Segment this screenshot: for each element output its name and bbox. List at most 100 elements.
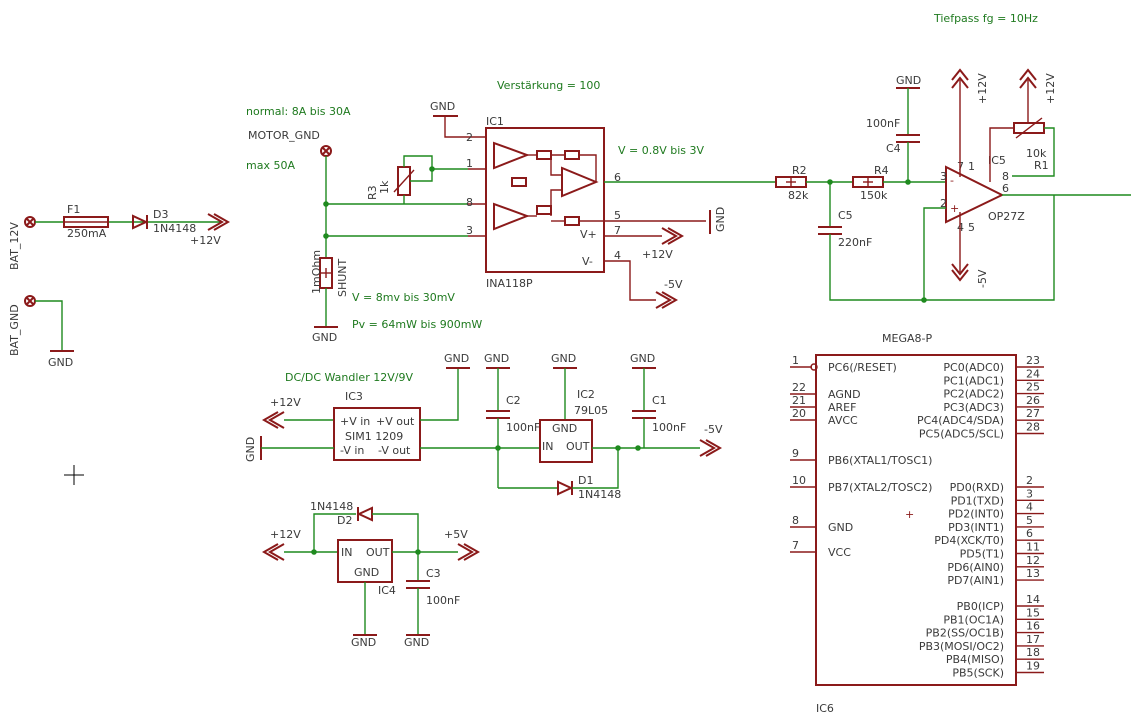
gnd-label-c1: GND (630, 352, 655, 365)
fuse-f1 (63, 216, 109, 228)
diode-d3 (132, 214, 149, 230)
mega-right-pin-number: 27 (1026, 407, 1040, 420)
r3-name: R3 (366, 185, 379, 200)
mega-right-pin-number: 14 (1026, 593, 1040, 606)
p12v-label-1: +12V (190, 234, 221, 247)
supply-arrow-12v-3 (951, 68, 969, 89)
d3-value: 1N4148 (153, 222, 196, 235)
resistor-r2 (775, 176, 807, 188)
c4-name: C4 (886, 142, 901, 155)
mega-right-pin-number: 19 (1026, 660, 1040, 673)
note-verstaerkung: Verstärkung = 100 (497, 79, 600, 92)
mega-right-pin-name: PD1(TXD) (951, 494, 1004, 507)
p12v-label-2: +12V (642, 248, 673, 261)
f1-name: F1 (67, 203, 80, 216)
mega-left-pin-number: 20 (792, 407, 806, 420)
motor-gnd-label: MOTOR_GND (248, 129, 320, 142)
dcdc-ic3 (333, 407, 421, 461)
supply-arrow-m5v-1 (655, 291, 679, 309)
gnd-label-ic1-ref: GND (714, 207, 727, 232)
mega-right-pin-name: PD2(INT0) (948, 508, 1004, 521)
mega-right-pin-number: 17 (1026, 633, 1040, 646)
shunt-name: SHUNT (336, 258, 349, 297)
gnd-label-ic1: GND (430, 100, 455, 113)
mega-right-pin-name: PC3(ADC3) (943, 401, 1004, 414)
ic3-vin: +V in (340, 415, 370, 428)
mega-right-pin-name: PC1(ADC1) (943, 374, 1004, 387)
motor-gnd-connector (320, 145, 332, 157)
ic6-name: IC6 (816, 702, 834, 715)
d3-name: D3 (153, 208, 168, 221)
mega-left-pin-number: 8 (792, 514, 799, 527)
ic1-pin-6: 6 (614, 171, 621, 184)
crosshair-cursor (64, 465, 84, 485)
mega-right-pin-number: 15 (1026, 606, 1040, 619)
r1-value: 10k (1026, 147, 1047, 160)
mega-right-pin-number: 23 (1026, 354, 1040, 367)
mega-right-pin-name: PC0(ADC0) (943, 361, 1004, 374)
ic1-pin-4: 4 (614, 249, 621, 262)
svg-text:-: - (950, 174, 954, 187)
mega8-pins: 1PC6(/RESET)22AGND21AREF20AVCC9PB6(XTAL1… (790, 354, 1044, 680)
c1-name: C1 (652, 394, 667, 407)
mega-right-pin-number: 28 (1026, 421, 1040, 434)
note-max-current: max 50A (246, 159, 295, 172)
note-v-out: V = 0.8V bis 3V (618, 144, 705, 157)
mcu-ic6: + (815, 354, 1017, 686)
supply-arrow-12v-1 (207, 213, 231, 231)
mega-right-pin-number: 4 (1026, 501, 1033, 514)
diode-d2 (356, 506, 373, 522)
r4-name: R4 (874, 164, 889, 177)
m5v-label-1: -5V (664, 278, 683, 291)
ic4-gnd-pin: GND (354, 566, 379, 579)
p12v-label-6: +12V (270, 528, 301, 541)
bat-gnd-label: BAT_GND (8, 304, 21, 356)
p12v-label-3: +12V (976, 73, 989, 104)
mega-right-pin-number: 24 (1026, 367, 1040, 380)
supply-arrow-12v-2 (661, 227, 685, 245)
mega-right-pin-number: 5 (1026, 514, 1033, 527)
ic1-pin-1: 1 (466, 157, 473, 170)
mega-right-pin-name: PC4(ADC4/SDA) (917, 414, 1004, 427)
mega-right-pin-number: 25 (1026, 381, 1040, 394)
capacitor-c2 (486, 410, 510, 419)
mega-right-pin-number: 18 (1026, 646, 1040, 659)
ic3-name: IC3 (345, 390, 363, 403)
resistor-r4 (852, 176, 884, 188)
ic5-pin-3: 3 (940, 170, 947, 183)
diode-d1 (557, 480, 574, 496)
ic1-value: INA118P (486, 277, 533, 290)
note-v-shunt: V = 8mv bis 30mV (352, 291, 455, 304)
c3-name: C3 (426, 567, 441, 580)
mega-right-pin-name: PB1(OC1A) (943, 613, 1004, 626)
gnd-label-c4: GND (896, 74, 921, 87)
svg-text:+: + (905, 508, 914, 521)
mega-right-pin-name: PC5(ADC5/SCL) (919, 428, 1004, 441)
mega-left-pin-number: 1 (792, 354, 799, 367)
mega-left-pin-name: AREF (828, 401, 856, 414)
ic2-value: 79L05 (574, 404, 608, 417)
ic1-pin-5: 5 (614, 209, 621, 222)
ic2-gnd-pin: GND (552, 422, 577, 435)
ic3-min: -V in (340, 444, 364, 457)
ic1-ina118p (485, 127, 605, 273)
mega-right-pin-name: PD3(INT1) (948, 521, 1004, 534)
mega-left-pin-number: 21 (792, 394, 806, 407)
ic1-name: IC1 (486, 115, 504, 128)
ic5-name: IC5 (988, 154, 1006, 167)
mega-left-pin-name: PB6(XTAL1/TOSC1) (828, 454, 932, 467)
mega-right-pin-number: 3 (1026, 487, 1033, 500)
mega-reset-bubble (810, 363, 818, 371)
mega-left-pin-name: VCC (828, 546, 851, 559)
mega-left-pin-name: GND (828, 521, 853, 534)
ic1-pin-2: 2 (466, 131, 473, 144)
ic3-vout: +V out (376, 415, 415, 428)
supply-arrow-5v (457, 543, 481, 561)
regulator-ic2 (539, 419, 593, 463)
d1-name: D1 (578, 474, 593, 487)
ic3-mout: -V out (378, 444, 411, 457)
c1-value: 100nF (652, 421, 686, 434)
ic1-vplus: V+ (580, 228, 597, 241)
mega-right-pin-number: 16 (1026, 620, 1040, 633)
c5-value: 220nF (838, 236, 872, 249)
